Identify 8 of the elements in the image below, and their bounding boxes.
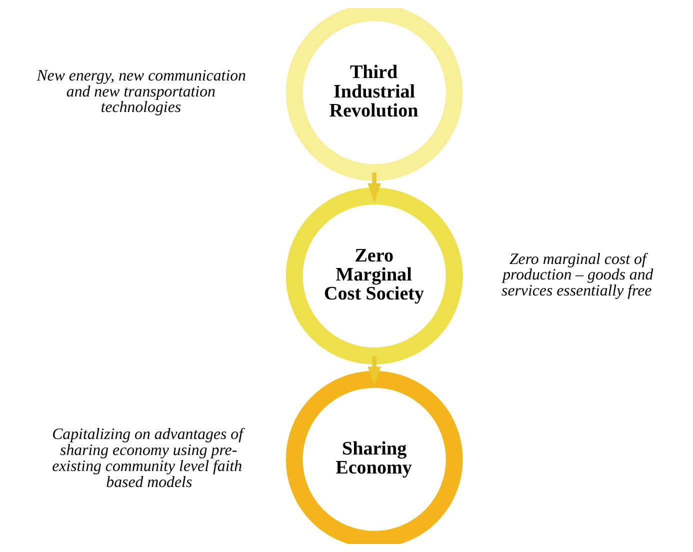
node-label: New energy, new communication and new transportation technologies xyxy=(36,67,246,116)
node-circle: Zero Marginal Cost Society xyxy=(286,188,463,364)
node-circle: Sharing Economy xyxy=(286,370,463,544)
node-circle: Third Industrial Revolution xyxy=(286,8,463,182)
node-label: Zero marginal cost of production – goods and services essentially free xyxy=(502,250,654,300)
arrow xyxy=(368,356,382,386)
node-label: Capitalizing on advantages of sharing economy using pre-existing community level faith based models xyxy=(52,426,244,491)
arrow xyxy=(368,172,382,202)
